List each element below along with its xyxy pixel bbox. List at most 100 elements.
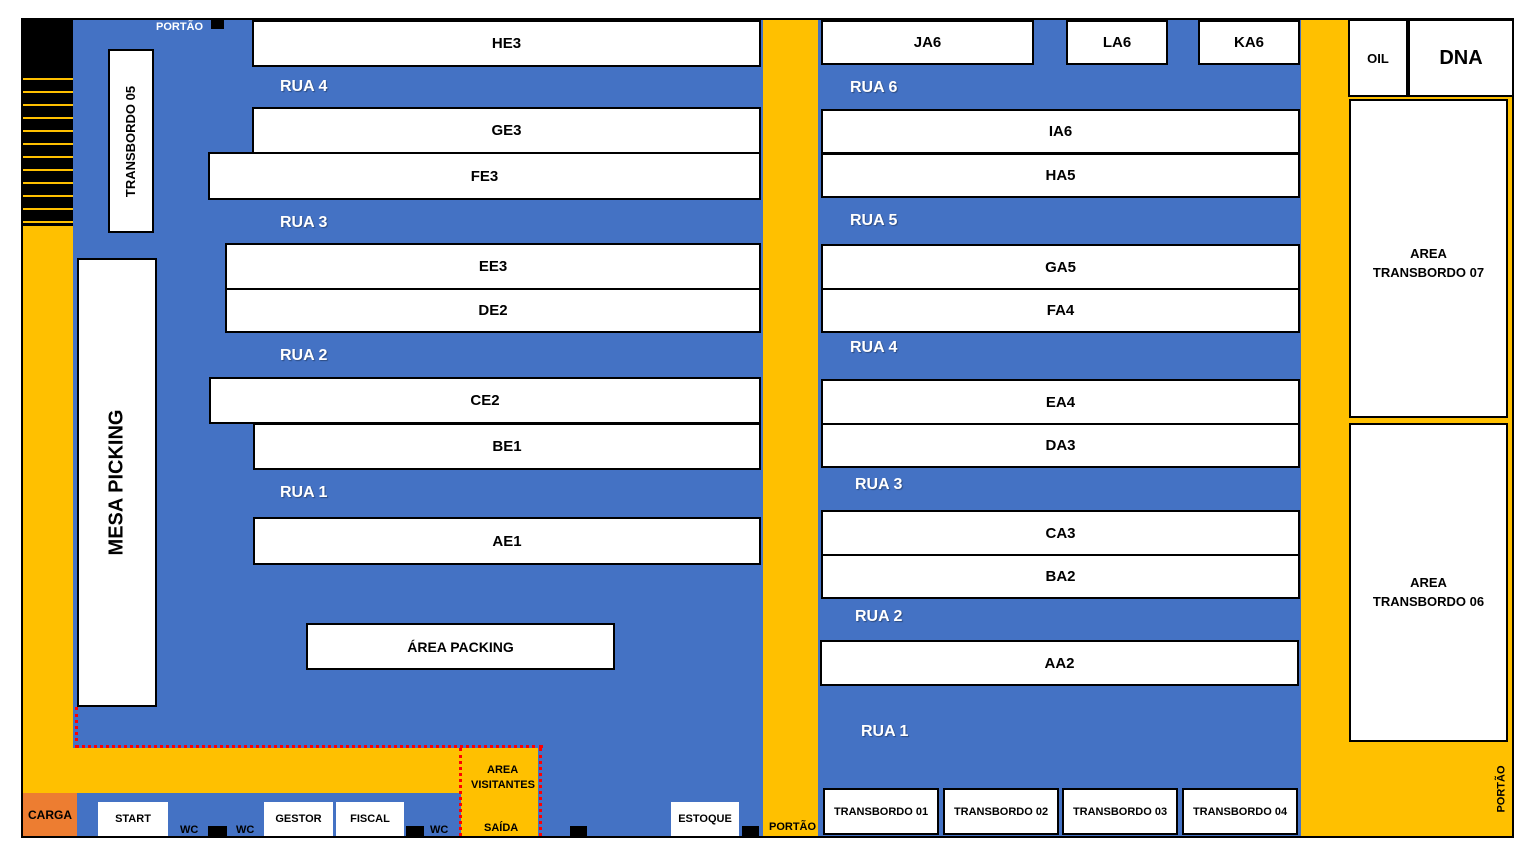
street-label: RUA 2 — [280, 347, 328, 364]
street-label: RUA 2 — [855, 608, 903, 625]
oil-label: OIL — [1367, 50, 1389, 66]
start-box[interactable]: START — [98, 802, 168, 836]
area-packing[interactable]: ÁREA PACKING — [306, 623, 615, 670]
gate-top-label: PORTÃO — [156, 21, 204, 33]
saida-label: SAÍDA — [484, 822, 519, 834]
fiscal-label: FISCAL — [350, 813, 390, 825]
area-packing-label: ÁREA PACKING — [407, 638, 514, 655]
dna-label: DNA — [1439, 46, 1483, 69]
area-visitantes-line2: VISITANTES — [471, 779, 535, 791]
rack-ia6[interactable]: IA6 — [821, 109, 1300, 154]
transbordo-01[interactable]: TRANSBORDO 01 — [823, 788, 939, 835]
rack-ka6[interactable]: KA6 — [1198, 20, 1300, 65]
rack-fe3[interactable]: FE3 — [208, 152, 761, 200]
visitor-area-border-left — [459, 748, 462, 836]
transbordo07-line2: TRANSBORDO 07 — [1372, 265, 1485, 280]
rack-label: GE3 — [491, 122, 522, 139]
transbordo-04[interactable]: TRANSBORDO 04 — [1182, 788, 1298, 835]
gestor-label: GESTOR — [275, 813, 322, 825]
oil-area[interactable]: OIL — [1348, 19, 1408, 97]
carga-label: CARGA — [28, 807, 72, 822]
start-label: START — [115, 813, 151, 825]
rack-label: KA6 — [1233, 34, 1264, 51]
rack-label: BE1 — [492, 438, 522, 455]
rack-ba2[interactable]: BA2 — [821, 554, 1300, 599]
transbordo06-line1: AREA — [1410, 575, 1447, 590]
rack-label: HE3 — [491, 35, 522, 52]
rack-label: DA3 — [1045, 437, 1076, 454]
street-label: RUA 4 — [280, 78, 328, 95]
transbordo-02[interactable]: TRANSBORDO 02 — [943, 788, 1059, 835]
door-marker — [406, 826, 424, 836]
transbordo-label: TRANSBORDO 01 — [833, 805, 929, 818]
rack-ha5[interactable]: HA5 — [821, 153, 1300, 198]
wc-label: WC — [430, 824, 449, 836]
rack-label: AA2 — [1044, 654, 1075, 672]
door-marker — [742, 826, 759, 836]
transbordo-label: TRANSBORDO 04 — [1192, 805, 1288, 818]
carga-area[interactable]: CARGA — [23, 793, 77, 836]
area-transbordo-06[interactable]: AREA TRANSBORDO 06 — [1349, 423, 1508, 742]
rack-ea4[interactable]: EA4 — [821, 379, 1300, 425]
visitor-path-horizontal — [75, 745, 543, 748]
gate-top-marker — [211, 19, 224, 29]
mesa-picking-label: MESA PICKING — [105, 409, 128, 556]
rack-be1[interactable]: BE1 — [253, 423, 761, 470]
rack-ee3[interactable]: EE3 — [225, 243, 761, 290]
transbordo06-line2: TRANSBORDO 06 — [1372, 594, 1485, 609]
rack-he3[interactable]: HE3 — [252, 20, 761, 67]
street-label: RUA 3 — [855, 476, 903, 493]
rack-label: BA2 — [1045, 568, 1076, 585]
wc-label: WC — [180, 824, 199, 836]
dna-area[interactable]: DNA — [1408, 19, 1514, 97]
street-label: RUA 1 — [861, 723, 909, 740]
street-label: RUA 4 — [850, 339, 898, 356]
rack-ca3[interactable]: CA3 — [821, 510, 1300, 556]
transbordo-05-label: TRANSBORDO 05 — [123, 85, 139, 197]
area-transbordo-07[interactable]: AREA TRANSBORDO 07 — [1349, 99, 1508, 418]
estoque-box[interactable]: ESTOQUE — [671, 802, 739, 836]
rack-label: FA4 — [1046, 302, 1075, 319]
street-label: RUA 5 — [850, 212, 898, 229]
rack-label: DE2 — [478, 302, 508, 319]
street-label: RUA 1 — [280, 484, 328, 501]
mesa-picking[interactable]: MESA PICKING — [77, 258, 157, 707]
fiscal-box[interactable]: FISCAL — [336, 802, 404, 836]
gate-center-label: PORTÃO — [769, 821, 817, 833]
transbordo-label: TRANSBORDO 03 — [1072, 805, 1168, 818]
rack-label: HA5 — [1045, 167, 1076, 184]
transbordo-label: TRANSBORDO 02 — [953, 805, 1049, 818]
rack-ae1[interactable]: AE1 — [253, 517, 761, 565]
rack-ja6[interactable]: JA6 — [821, 20, 1034, 65]
rack-da3[interactable]: DA3 — [821, 423, 1300, 468]
rack-ga5[interactable]: GA5 — [821, 244, 1300, 290]
street-label: RUA 6 — [850, 79, 898, 96]
rack-fa4[interactable]: FA4 — [821, 288, 1300, 333]
door-marker — [570, 826, 587, 836]
rack-label: LA6 — [1102, 34, 1132, 51]
rack-label: FE3 — [470, 167, 499, 185]
rack-label: EE3 — [478, 258, 508, 275]
rack-label: GA5 — [1045, 258, 1076, 276]
transbordo-03[interactable]: TRANSBORDO 03 — [1062, 788, 1178, 835]
gestor-box[interactable]: GESTOR — [264, 802, 333, 836]
rack-de2[interactable]: DE2 — [225, 288, 761, 333]
rack-la6[interactable]: LA6 — [1066, 20, 1168, 65]
street-label: RUA 3 — [280, 214, 328, 231]
rack-label: CA3 — [1045, 524, 1076, 542]
wc-label: WC — [236, 824, 255, 836]
rack-label: EA4 — [1045, 393, 1076, 411]
visitor-path-vertical-left — [75, 707, 78, 748]
rack-ce2[interactable]: CE2 — [209, 377, 761, 424]
rack-aa2[interactable]: AA2 — [820, 640, 1299, 686]
visitor-area-border-right — [539, 748, 542, 836]
rack-ge3[interactable]: GE3 — [252, 107, 761, 154]
gate-right: PORTÃO — [1490, 765, 1520, 817]
rack-label: IA6 — [1048, 123, 1073, 140]
rack-label: CE2 — [470, 392, 500, 409]
rack-label: JA6 — [913, 34, 942, 51]
transbordo-05[interactable]: TRANSBORDO 05 — [108, 49, 154, 233]
area-visitantes-line1: AREA — [487, 764, 519, 776]
gate-right-label: PORTÃO — [1495, 765, 1508, 813]
estoque-label: ESTOQUE — [678, 813, 732, 825]
